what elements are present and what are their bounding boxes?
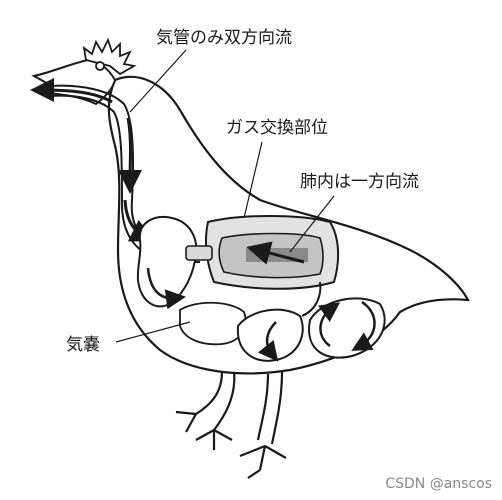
lung-leader-line <box>289 195 335 253</box>
lung-flow-arrow <box>246 241 305 265</box>
posterior-air-sac-1-arrow <box>257 321 279 362</box>
lung-label: 肺内は一方向流 <box>300 172 419 192</box>
trachea-label: 気管のみ双方向流 <box>156 28 292 48</box>
air-sac-leader-line <box>115 321 191 343</box>
middle-air-sac <box>179 301 247 346</box>
posterior-air-sac-2-arrow-b <box>318 302 341 348</box>
anterior-air-sac-arrow <box>146 267 186 310</box>
comb-icon <box>82 37 137 76</box>
posterior-air-sac-1 <box>236 308 304 362</box>
posterior-connector <box>301 281 322 317</box>
lung-connector <box>185 245 213 261</box>
watermark: CSDN @anscos <box>385 476 492 492</box>
posterior-air-sac-2-arrow <box>351 300 376 351</box>
gas-exchange-leader-line <box>243 141 263 219</box>
eye-icon <box>95 61 105 71</box>
trachea-leader-line <box>129 49 187 113</box>
gas-exchange-label: ガス交換部位 <box>226 118 328 138</box>
trachea-flow-in-arrow <box>118 117 143 194</box>
left-leg <box>175 371 236 450</box>
right-leg <box>239 371 287 479</box>
air-sac-label: 気嚢 <box>66 335 100 355</box>
trachea-flow-out-arrow <box>30 78 113 104</box>
